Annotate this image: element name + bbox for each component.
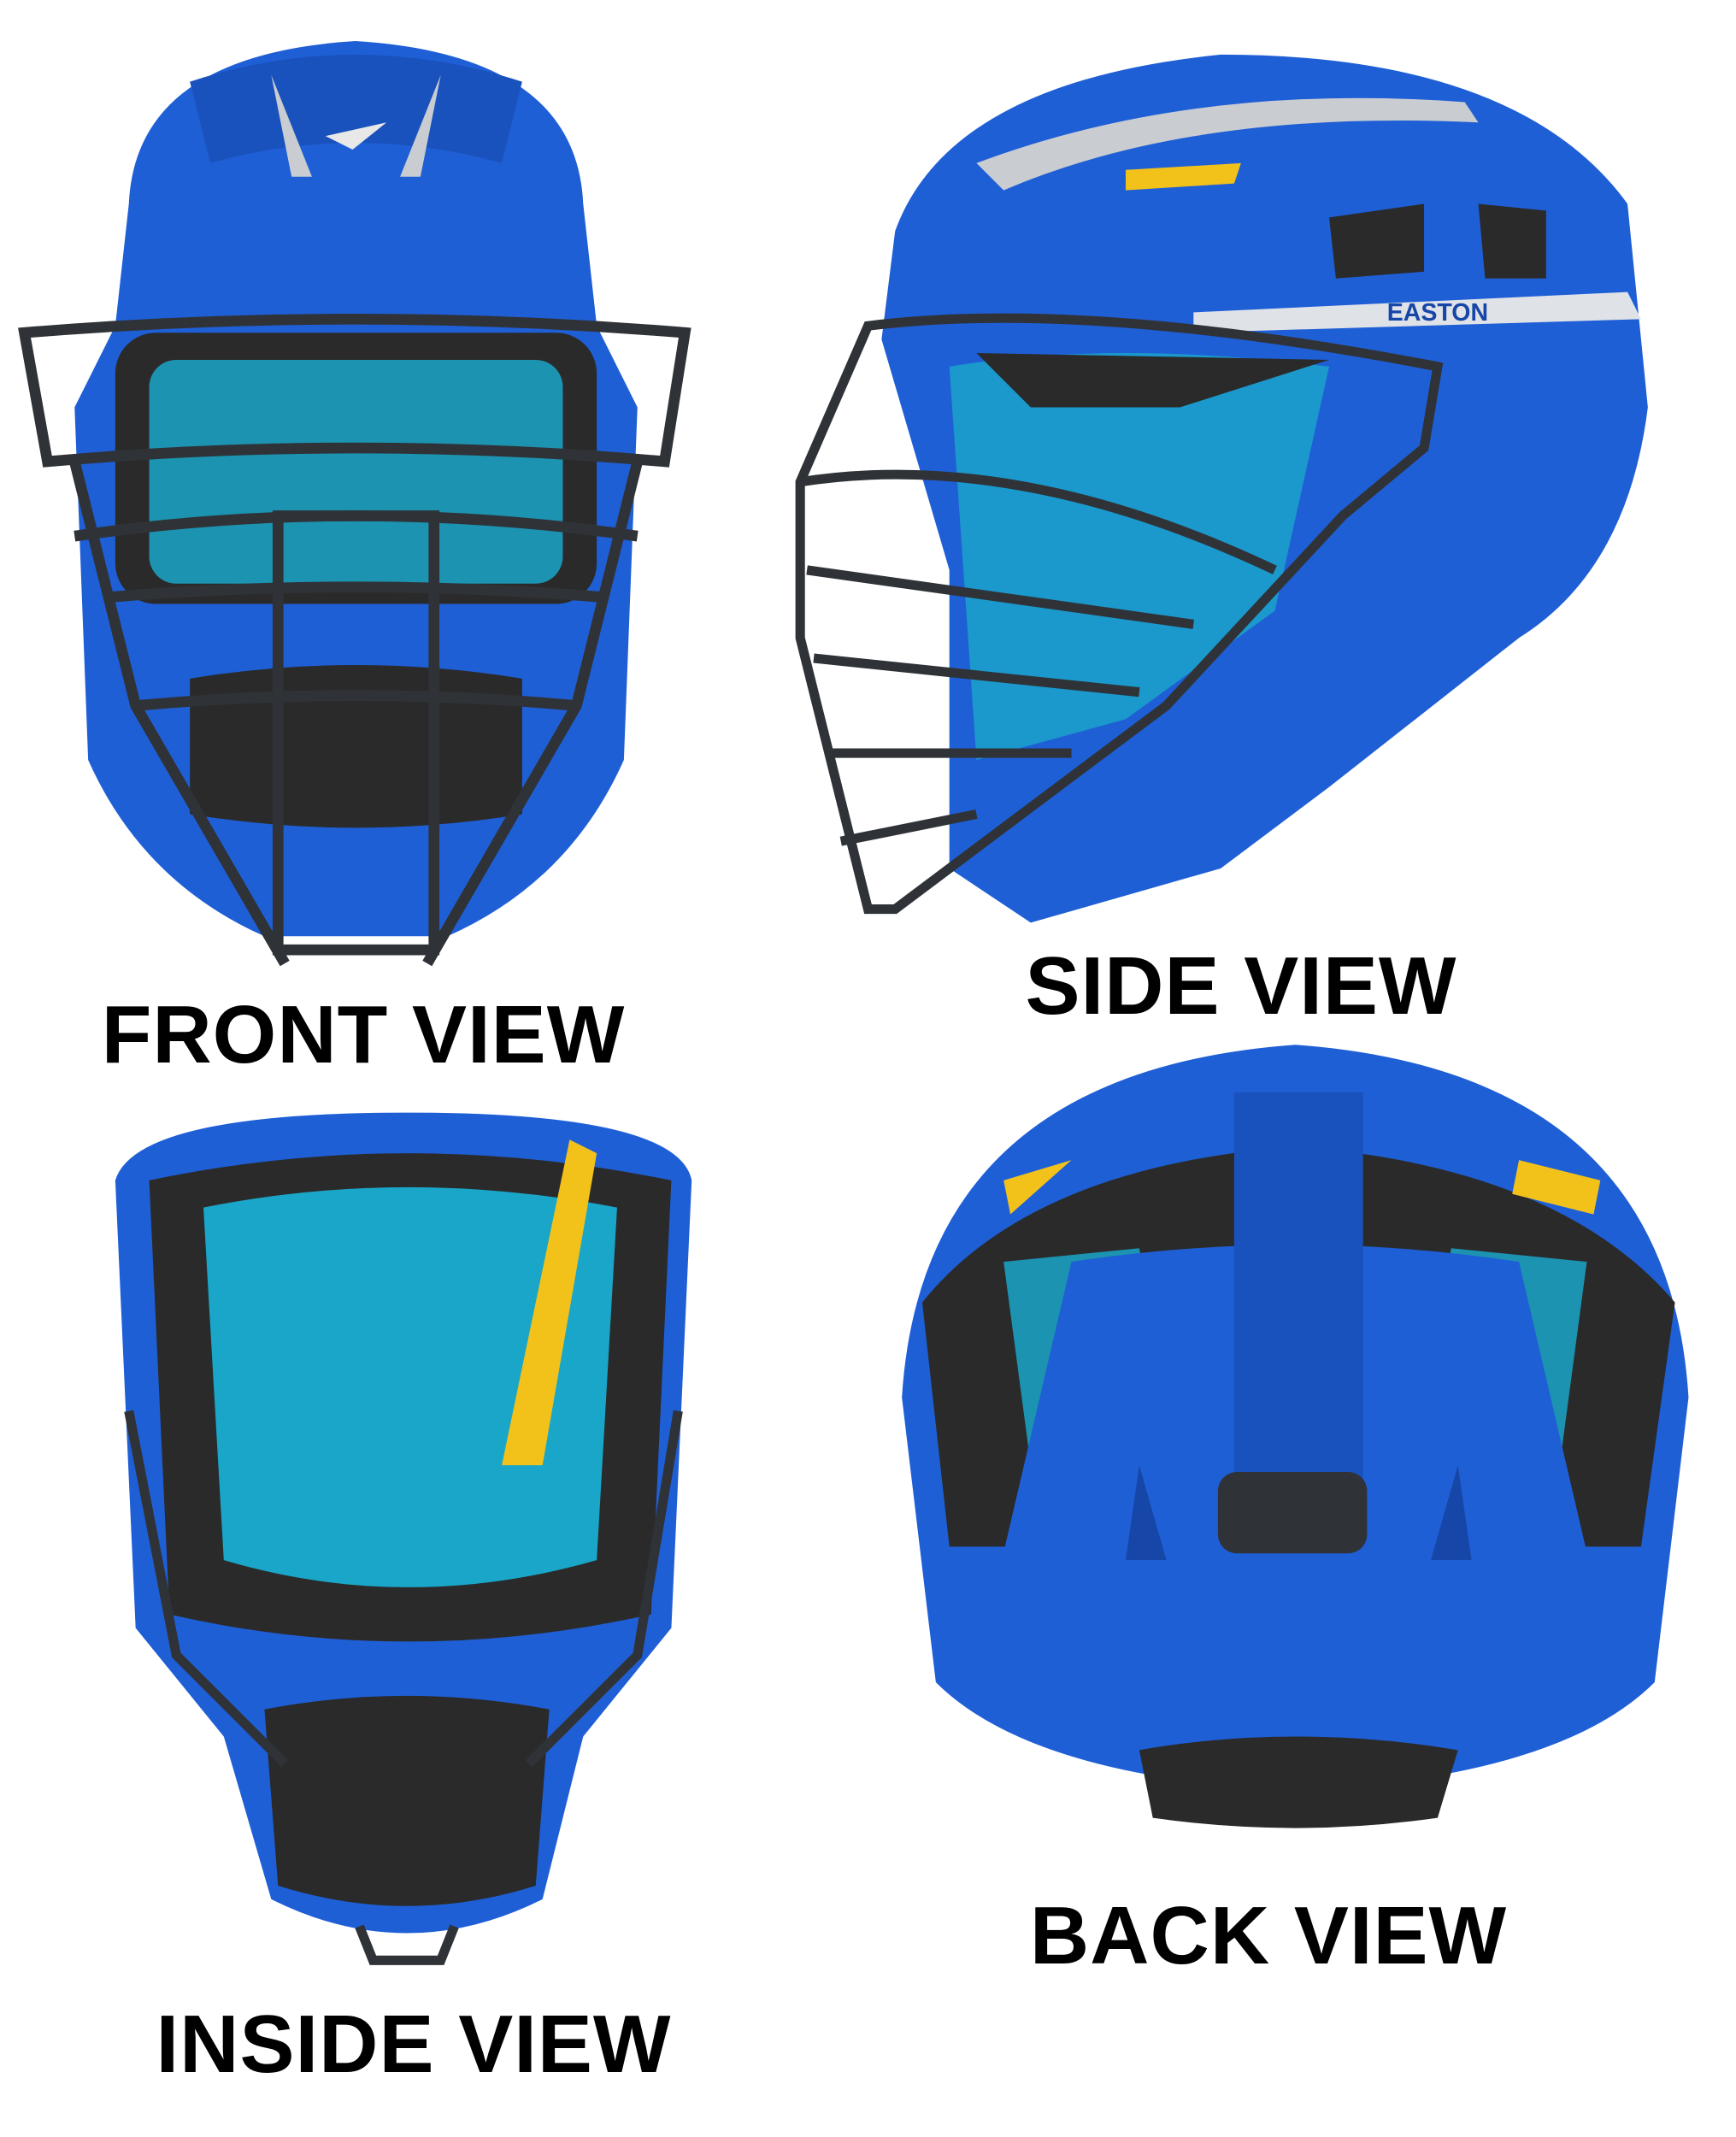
- front-view-helmet: [18, 41, 691, 967]
- inside-view-helmet: [115, 1112, 692, 1965]
- side-view-helmet: EASTON: [795, 54, 1648, 923]
- front-view-label: FRONT VIEW: [101, 989, 626, 1080]
- back-view-helmet: [902, 1045, 1689, 1828]
- inside-view-label: INSIDE VIEW: [156, 1999, 672, 2090]
- side-view-label: SIDE VIEW: [1025, 940, 1457, 1032]
- back-view-label: BACK VIEW: [1029, 1890, 1508, 1981]
- easton-logo: EASTON: [1387, 299, 1488, 327]
